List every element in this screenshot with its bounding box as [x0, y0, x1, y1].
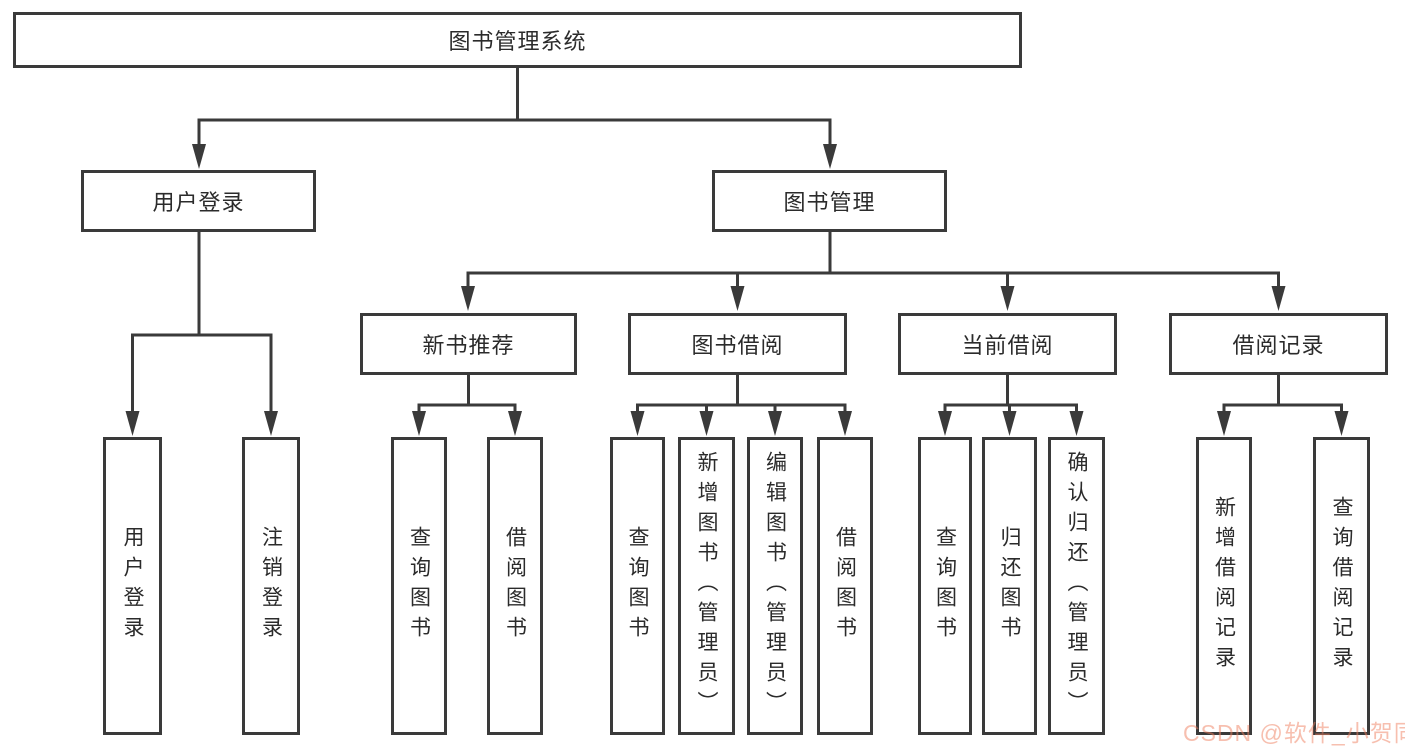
node-borrow-records: 借阅记录: [1169, 313, 1388, 375]
node-user-login-label: 用户登录: [152, 190, 245, 215]
node-user-login: 用户登录: [81, 170, 316, 232]
node-search-borrow-record: 查询借阅记录: [1313, 437, 1370, 735]
node-current-borrow: 当前借阅: [898, 313, 1117, 375]
node-search-book-2-label: 查询图书: [626, 526, 649, 646]
node-add-borrow-record: 新增借阅记录: [1196, 437, 1252, 735]
node-search-book-2: 查询图书: [610, 437, 665, 735]
node-user-login-leaf-label: 用户登录: [121, 526, 144, 646]
node-search-book-1-label: 查询图书: [407, 526, 431, 646]
node-return-book-label: 归还图书: [998, 526, 1021, 646]
node-root-label: 图书管理系统: [448, 29, 587, 54]
node-book-borrow: 图书借阅: [628, 313, 847, 375]
node-book-borrow-label: 图书借阅: [691, 333, 784, 358]
node-confirm-return-admin-label: 确认归还（管理员）: [1065, 451, 1088, 721]
node-search-book-3: 查询图书: [918, 437, 972, 735]
node-add-book-admin: 新增图书（管理员）: [678, 437, 735, 735]
node-borrow-records-label: 借阅记录: [1232, 333, 1325, 358]
node-logout-label: 注销登录: [259, 526, 283, 646]
node-book-management: 图书管理: [712, 170, 947, 232]
node-book-management-label: 图书管理: [783, 190, 876, 215]
node-borrow-book-2-label: 借阅图书: [833, 526, 857, 646]
node-logout: 注销登录: [242, 437, 300, 735]
node-edit-book-admin-label: 编辑图书（管理员）: [763, 451, 787, 721]
node-search-borrow-record-label: 查询借阅记录: [1330, 496, 1353, 676]
node-confirm-return-admin: 确认归还（管理员）: [1048, 437, 1105, 735]
node-borrow-book-2: 借阅图书: [817, 437, 873, 735]
node-new-book-recommend: 新书推荐: [360, 313, 577, 375]
node-current-borrow-label: 当前借阅: [961, 333, 1054, 358]
csdn-watermark: CSDN @软件_小贺同学: [1183, 720, 1405, 746]
node-search-book-3-label: 查询图书: [933, 526, 957, 646]
node-user-login-leaf: 用户登录: [103, 437, 162, 735]
node-new-book-recommend-label: 新书推荐: [422, 333, 515, 358]
node-add-borrow-record-label: 新增借阅记录: [1212, 496, 1236, 676]
node-borrow-book-1: 借阅图书: [487, 437, 543, 735]
node-edit-book-admin: 编辑图书（管理员）: [747, 437, 803, 735]
node-borrow-book-1-label: 借阅图书: [503, 526, 527, 646]
node-search-book-1: 查询图书: [391, 437, 447, 735]
node-root: 图书管理系统: [13, 12, 1022, 68]
node-return-book: 归还图书: [982, 437, 1037, 735]
node-add-book-admin-label: 新增图书（管理员）: [695, 451, 718, 721]
